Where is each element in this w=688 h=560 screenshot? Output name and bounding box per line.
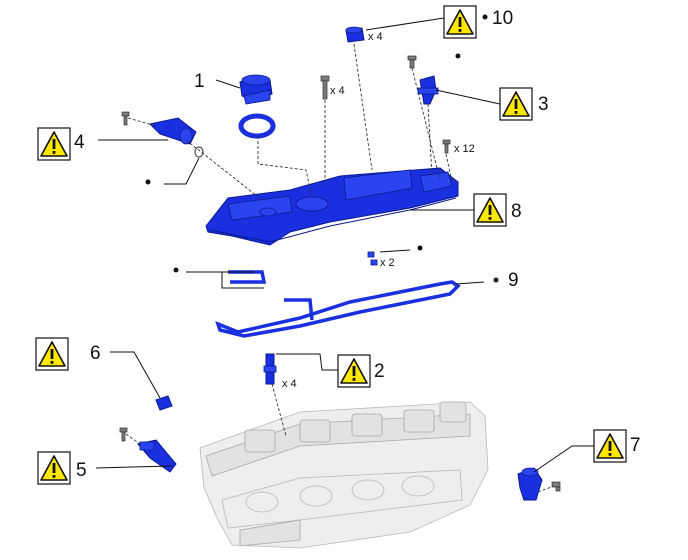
- caution-icon: [443, 5, 477, 39]
- spark-plug: [263, 353, 277, 385]
- bullet-dot: [455, 53, 461, 59]
- assembly-lines: [125, 43, 555, 493]
- bolt-item-4: [121, 111, 130, 126]
- bullet-dot: [482, 14, 488, 20]
- bolt-item-5: [119, 427, 128, 442]
- quantity-label-item-2: x 4: [282, 378, 297, 390]
- callout-number-9: 9: [508, 270, 519, 291]
- bullet-dot: [417, 245, 423, 251]
- callout-number-5: 5: [76, 460, 87, 481]
- callout-number-10: 10: [492, 8, 513, 29]
- callout-number-4: 4: [74, 132, 85, 153]
- bolts: [119, 55, 561, 492]
- quantity-label-cover-bolts: x 12: [454, 143, 475, 155]
- o-ring: [194, 146, 204, 158]
- leader-lines: [95, 17, 594, 473]
- sensor-part-7: [517, 467, 543, 501]
- gasket-plug-x2: [367, 251, 378, 266]
- callout-number-3: 3: [538, 94, 549, 115]
- quantity-label-gasket-plugs: x 2: [380, 257, 395, 269]
- oil-filler-cap: [239, 74, 273, 105]
- caution-icon: [337, 354, 371, 388]
- bolt-cover-stud: [320, 75, 330, 100]
- camshaft-position-sensor: [417, 75, 439, 105]
- oil-control-valve: [148, 117, 197, 145]
- callout-number-8: 8: [511, 201, 522, 222]
- bolt-item-7: [551, 481, 561, 492]
- cylinder-head-cover: [205, 167, 459, 246]
- caution-icon: [35, 337, 69, 371]
- caution-icon: [593, 429, 627, 463]
- caution-icon: [37, 127, 71, 161]
- bullet-markers: [145, 14, 499, 283]
- callout-number-2: 2: [374, 361, 385, 382]
- bolt-cover-x12: [442, 139, 451, 154]
- callout-number-6: 6: [90, 343, 101, 364]
- quantity-label-stud-bolts: x 4: [330, 85, 345, 97]
- spark-plug-tube-gasket: [345, 26, 365, 43]
- cylinder-head: [199, 401, 489, 549]
- caution-icon: [37, 451, 71, 485]
- quantity-label-item-10: x 4: [368, 31, 383, 43]
- cylinder-head-cover-gasket: [215, 270, 461, 338]
- oil-filler-cap-gasket: [238, 113, 276, 139]
- plug-part-6: [155, 395, 173, 411]
- callout-number-7: 7: [630, 435, 641, 456]
- bullet-dot: [173, 267, 179, 273]
- bullet-dot: [493, 277, 499, 283]
- sensor-part-5: [137, 439, 177, 473]
- bullet-dot: [145, 179, 151, 185]
- caution-icon: [473, 193, 507, 227]
- callout-number-1: 1: [194, 71, 205, 92]
- bolt-top-right: [407, 55, 417, 69]
- caution-icon: [499, 87, 533, 121]
